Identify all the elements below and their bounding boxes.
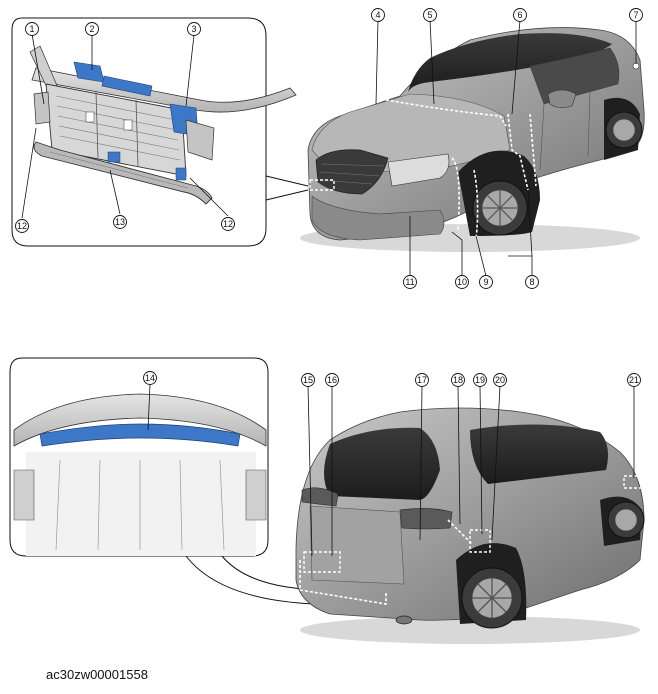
callout-11: 11 bbox=[403, 275, 417, 289]
callout-2: 2 bbox=[85, 22, 99, 36]
dash-quarter-line bbox=[447, 519, 473, 545]
svg-text:10: 10 bbox=[457, 277, 467, 287]
rear-vehicle-view bbox=[295, 407, 645, 644]
svg-text:9: 9 bbox=[483, 277, 488, 287]
callout-18: 18 bbox=[451, 373, 465, 387]
callout-3: 3 bbox=[187, 22, 201, 36]
callout-8: 8 bbox=[525, 275, 539, 289]
svg-text:11: 11 bbox=[405, 277, 414, 287]
svg-text:21: 21 bbox=[629, 375, 639, 385]
callout-19: 19 bbox=[473, 373, 487, 387]
svg-text:8: 8 bbox=[529, 277, 534, 287]
dash-rear-left-box bbox=[303, 551, 341, 573]
dash-a-pillar bbox=[507, 113, 529, 191]
svg-text:18: 18 bbox=[453, 375, 463, 385]
svg-text:20: 20 bbox=[495, 375, 505, 385]
svg-text:19: 19 bbox=[475, 375, 485, 385]
svg-text:2: 2 bbox=[89, 24, 94, 34]
dash-cowl bbox=[375, 97, 507, 127]
callouts: 1 2 3 4 5 6 7 8 9 10 11 12 13 12 14 15 1… bbox=[15, 8, 643, 387]
svg-text:12: 12 bbox=[223, 219, 233, 229]
callout-6: 6 bbox=[513, 8, 527, 22]
svg-text:1: 1 bbox=[29, 24, 34, 34]
dash-wheelhouse bbox=[473, 169, 479, 241]
callout-7: 7 bbox=[629, 8, 643, 22]
dash-bumper bbox=[299, 560, 387, 605]
callout-21: 21 bbox=[627, 373, 641, 387]
leader-lines bbox=[21, 19, 637, 557]
callout-20: 20 bbox=[493, 373, 507, 387]
svg-text:13: 13 bbox=[115, 217, 125, 227]
callout-10: 10 bbox=[455, 275, 469, 289]
callout-5: 5 bbox=[423, 8, 437, 22]
svg-text:16: 16 bbox=[327, 375, 337, 385]
callout-14: 14 bbox=[143, 371, 157, 385]
callout-12-right: 12 bbox=[221, 217, 235, 231]
svg-text:12: 12 bbox=[17, 221, 27, 231]
dash-fender bbox=[451, 157, 460, 231]
figure-code: ac30zw00001558 bbox=[46, 667, 148, 682]
rear-trunk-inset bbox=[9, 357, 331, 605]
svg-text:4: 4 bbox=[375, 10, 380, 20]
svg-text:15: 15 bbox=[303, 375, 313, 385]
callout-15: 15 bbox=[301, 373, 315, 387]
front-vehicle-view bbox=[300, 27, 645, 252]
callout-12-left: 12 bbox=[15, 219, 29, 233]
callout-9: 9 bbox=[479, 275, 493, 289]
callout-13: 13 bbox=[113, 215, 127, 229]
callout-1: 1 bbox=[25, 22, 39, 36]
svg-text:6: 6 bbox=[517, 10, 522, 20]
dash-front-box bbox=[309, 179, 335, 191]
front-bumper-inset bbox=[11, 17, 309, 247]
svg-text:14: 14 bbox=[145, 373, 155, 383]
dash-door-edge bbox=[529, 113, 537, 187]
svg-text:5: 5 bbox=[427, 10, 432, 20]
radiator-support-assembly bbox=[29, 45, 297, 205]
svg-text:7: 7 bbox=[633, 10, 638, 20]
callout-16: 16 bbox=[325, 373, 339, 387]
callout-4: 4 bbox=[371, 8, 385, 22]
svg-text:3: 3 bbox=[191, 24, 196, 34]
callout-17: 17 bbox=[415, 373, 429, 387]
svg-text:17: 17 bbox=[417, 375, 427, 385]
